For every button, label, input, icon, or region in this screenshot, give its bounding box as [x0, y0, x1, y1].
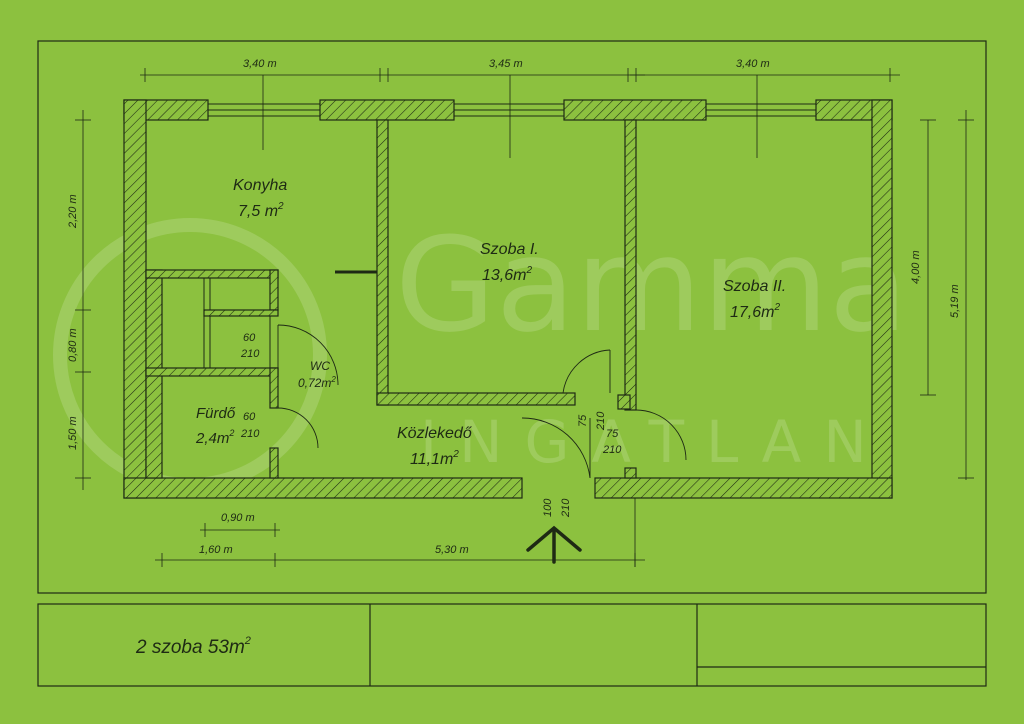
- dim-bottom-inner: 0,90 m: [221, 512, 255, 524]
- room-szoba1-name: Szoba I.: [480, 241, 539, 258]
- dim-left-1: 2,20 m: [67, 194, 79, 229]
- door-szoba2-height: 210: [602, 444, 622, 456]
- dim-bottom-2: 5,30 m: [435, 544, 469, 556]
- watermark-logo-icon: [53, 218, 327, 492]
- dimension-lines: [75, 68, 974, 567]
- door-szoba1-width: 75: [577, 414, 589, 427]
- drawing-frame: [37, 40, 987, 594]
- room-kozlekedo-name: Közlekedő: [397, 425, 473, 442]
- door-wc-width: 60: [243, 332, 256, 344]
- dimension-labels: 3,40 m 3,45 m 3,40 m 2,20 m 0,80 m 1,50 …: [67, 58, 961, 556]
- watermark: Gamma INGATLAN: [53, 209, 908, 492]
- door-entry-width: 100: [542, 498, 554, 517]
- room-kozlekedo-area: 11,1m2: [410, 449, 459, 468]
- door-furdo-width: 60: [243, 411, 256, 423]
- door-swings: [277, 324, 687, 479]
- plan-title: 2 szoba 53m2: [135, 635, 251, 658]
- room-szoba2-area: 17,6m2: [730, 302, 780, 321]
- dim-right-outer: 5,19 m: [949, 284, 961, 318]
- title-block: [37, 603, 987, 687]
- fixtures: [161, 277, 271, 369]
- walls: [123, 99, 893, 499]
- dim-bottom-1: 1,60 m: [199, 544, 233, 556]
- entry-arrow-icon: [526, 525, 582, 564]
- door-furdo-height: 210: [240, 428, 260, 440]
- room-konyha-name: Konyha: [233, 177, 287, 194]
- room-wc-name: WC: [310, 359, 330, 373]
- room-furdo-area: 2,4m2: [195, 428, 234, 447]
- watermark-sub: INGATLAN: [420, 408, 889, 476]
- dim-top-2: 3,45 m: [489, 58, 523, 70]
- dim-right-inner: 4,00 m: [910, 250, 922, 284]
- room-wc-area: 0,72m2: [298, 375, 336, 390]
- windows: [208, 103, 816, 117]
- dim-left-2: 0,80 m: [67, 328, 79, 362]
- room-furdo-name: Fürdő: [196, 405, 236, 422]
- door-entry-height: 210: [560, 498, 572, 518]
- dim-left-3: 1,50 m: [67, 416, 79, 450]
- door-szoba1-height: 210: [595, 411, 607, 431]
- door-labels: 60 210 60 210 75 210 75 210 100 210: [240, 332, 622, 518]
- door-wc-height: 210: [240, 348, 260, 360]
- room-szoba2-name: Szoba II.: [723, 278, 786, 295]
- dim-top-1: 3,40 m: [243, 58, 277, 70]
- door-szoba2-width: 75: [606, 428, 619, 440]
- room-konyha-area: 7,5 m2: [238, 201, 284, 220]
- dim-top-3: 3,40 m: [736, 58, 770, 70]
- watermark-brand: Gamma: [395, 209, 908, 361]
- room-szoba1-area: 13,6m2: [482, 265, 532, 284]
- room-labels: Konyha 7,5 m2 Szoba I. 13,6m2 Szoba II. …: [195, 177, 786, 468]
